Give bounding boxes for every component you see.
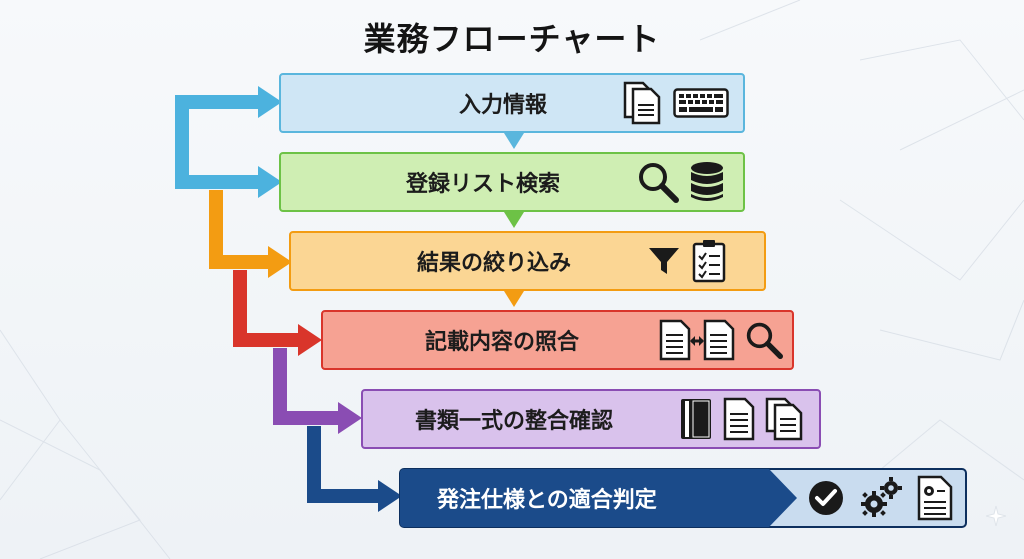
document-icon (623, 81, 661, 125)
connector-red (233, 270, 300, 347)
down-arrow-3 (504, 291, 524, 307)
step-label: 結果の絞り込み (417, 251, 572, 276)
arrowhead-step5 (338, 402, 362, 434)
keyboard-icon (673, 88, 729, 118)
down-arrow-1 (504, 133, 524, 149)
documents-stack-icon (765, 397, 803, 441)
filter-icon (649, 248, 679, 274)
arrowhead-step6 (378, 480, 402, 512)
connector-loop-blue (175, 95, 260, 189)
database-icon (691, 162, 723, 201)
step-spec-conformance: 発注仕様との適合判定 (399, 468, 967, 528)
binder-icon (681, 399, 711, 439)
check-circle-icon (809, 481, 843, 515)
step-label: 書類一式の整合確認 (415, 409, 614, 434)
gears-icon (861, 477, 902, 517)
checklist-icon (692, 240, 726, 283)
arrowhead-step2 (258, 166, 282, 198)
document-icon (723, 397, 755, 441)
step-narrow-results: 結果の絞り込み (289, 231, 766, 291)
arrowhead-step1 (258, 86, 282, 118)
sparkle-icon (985, 505, 1007, 527)
step-registry-search: 登録リスト検索 (279, 152, 745, 212)
arrowhead-step3 (268, 246, 292, 278)
spec-document-icon (917, 475, 953, 521)
connector-purple (273, 348, 340, 425)
page-title: 業務フローチャート (363, 20, 661, 58)
step-label: 登録リスト検索 (406, 172, 561, 197)
step-label: 発注仕様との適合判定 (437, 488, 657, 513)
step-label: 記載内容の照合 (425, 330, 580, 355)
connector-orange (209, 190, 270, 269)
step-input-info: 入力情報 (279, 73, 745, 133)
magnifier-icon (746, 322, 783, 359)
arrowhead-step4 (298, 324, 322, 356)
step-document-consistency: 書類一式の整合確認 (361, 389, 821, 449)
connector-navy (307, 426, 380, 503)
magnifier-icon (639, 163, 679, 203)
step-content-matching: 記載内容の照合 (321, 310, 794, 370)
down-arrow-2 (504, 212, 524, 228)
compare-documents-icon (659, 319, 735, 361)
step-label: 入力情報 (459, 93, 548, 118)
